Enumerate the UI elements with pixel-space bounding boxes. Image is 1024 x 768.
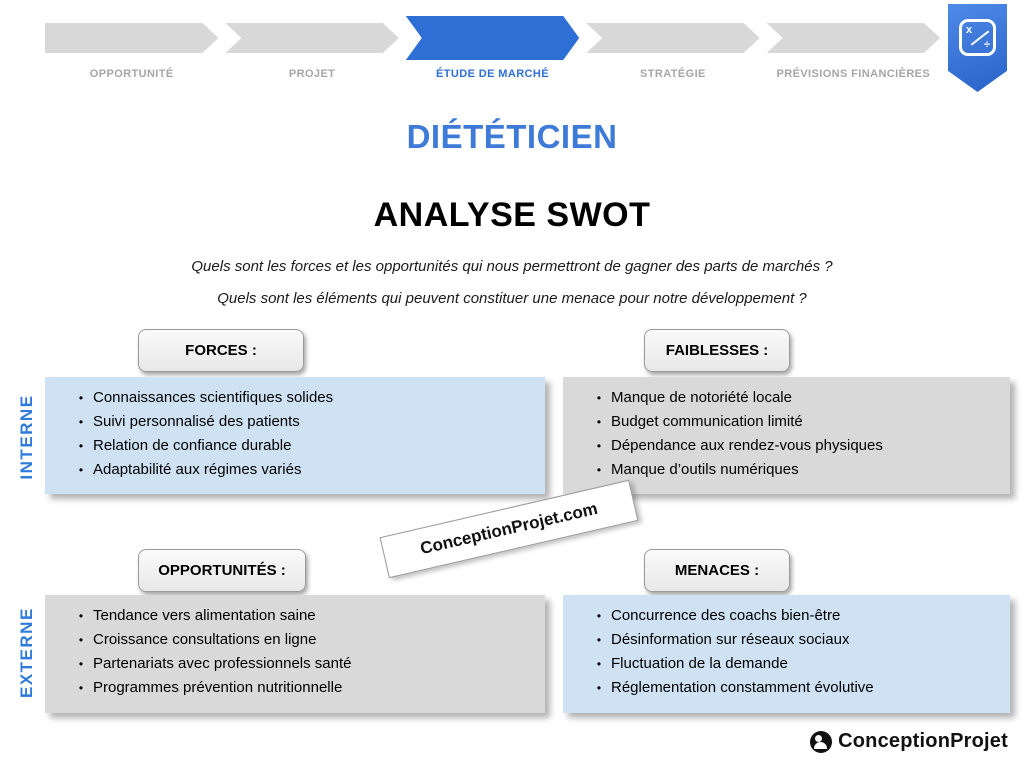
- step-arrow: [586, 23, 759, 53]
- bullet-icon: •: [596, 609, 602, 623]
- list-item: •Dépendance aux rendez-vous physiques: [587, 434, 1002, 458]
- forces-header: FORCES :: [138, 329, 304, 372]
- step-etude-de-marche[interactable]: ÉTUDE DE MARCHÉ: [406, 16, 579, 80]
- question-line-2: Quels sont les éléments qui peuvent cons…: [217, 290, 807, 307]
- step-opportunite[interactable]: OPPORTUNITÉ: [45, 16, 218, 80]
- bullet-icon: •: [78, 609, 84, 623]
- page-title: DIÉTÉTICIEN: [406, 118, 618, 155]
- step-strategie[interactable]: STRATÉGIE: [586, 16, 759, 80]
- list-item: •Adaptabilité aux régimes variés: [69, 458, 537, 482]
- badge-glyph-divide: ÷: [983, 39, 990, 51]
- process-stepper: OPPORTUNITÉ PROJET ÉTUDE DE MARCHÉ STRAT…: [45, 16, 940, 80]
- bullet-icon: •: [596, 439, 602, 453]
- row-label-externe: EXTERNE: [17, 607, 36, 698]
- list-item: •Manque de notoriété locale: [587, 386, 1002, 410]
- step-arrow: [225, 23, 398, 53]
- list-item: •Concurrence des coachs bien-être: [587, 604, 1002, 628]
- faiblesses-header: FAIBLESSES :: [644, 329, 790, 372]
- list-item: •Connaissances scientifiques solides: [69, 386, 537, 410]
- step-label: PRÉVISIONS FINANCIÈRES: [776, 68, 931, 80]
- step-previsions-financieres[interactable]: PRÉVISIONS FINANCIÈRES: [767, 16, 940, 80]
- list-item: •Fluctuation de la demande: [587, 652, 1002, 676]
- question-line-1: Quels sont les forces et les opportunité…: [191, 258, 833, 275]
- opportunites-header: OPPORTUNITÉS :: [138, 549, 306, 592]
- step-label: PROJET: [288, 68, 336, 80]
- badge-glyph-x: x: [966, 24, 973, 36]
- forces-box: •Connaissances scientifiques solides •Su…: [45, 377, 545, 494]
- menaces-box: •Concurrence des coachs bien-être •Désin…: [563, 595, 1010, 713]
- bullet-icon: •: [596, 657, 602, 671]
- bullet-icon: •: [78, 633, 84, 647]
- bullet-icon: •: [78, 415, 84, 429]
- bullet-icon: •: [596, 415, 602, 429]
- row-label-interne: INTERNE: [17, 394, 36, 480]
- opportunites-box: •Tendance vers alimentation saine •Crois…: [45, 595, 545, 713]
- brand-bookmark-badge: x ÷: [948, 4, 1007, 92]
- list-item: •Tendance vers alimentation saine: [69, 604, 537, 628]
- math-puzzle-icon: x ÷: [959, 19, 996, 56]
- bullet-icon: •: [78, 657, 84, 671]
- bullet-icon: •: [596, 633, 602, 647]
- menaces-header: MENACES :: [644, 549, 790, 592]
- bullet-icon: •: [78, 681, 84, 695]
- list-item: •Désinformation sur réseaux sociaux: [587, 628, 1002, 652]
- list-item: •Relation de confiance durable: [69, 434, 537, 458]
- step-label: STRATÉGIE: [640, 68, 706, 80]
- bullet-icon: •: [596, 391, 602, 405]
- bullet-icon: •: [78, 391, 84, 405]
- list-item: •Croissance consultations en ligne: [69, 628, 537, 652]
- step-label: OPPORTUNITÉ: [89, 68, 174, 80]
- list-item: •Programmes prévention nutritionnelle: [69, 676, 537, 700]
- bullet-icon: •: [78, 463, 84, 477]
- footer-logo-text: ConceptionProjet: [838, 730, 1008, 752]
- bullet-icon: •: [596, 681, 602, 695]
- bullet-icon: •: [596, 463, 602, 477]
- list-item: •Budget communication limité: [587, 410, 1002, 434]
- bullet-icon: •: [78, 439, 84, 453]
- step-label: ÉTUDE DE MARCHÉ: [436, 68, 549, 80]
- faiblesses-box: •Manque de notoriété locale •Budget comm…: [563, 377, 1010, 494]
- list-item: •Réglementation constamment évolutive: [587, 676, 1002, 700]
- step-arrow: [45, 23, 218, 53]
- list-item: •Partenariats avec professionnels santé: [69, 652, 537, 676]
- list-item: •Suivi personnalisé des patients: [69, 410, 537, 434]
- watermark-ribbon: ConceptionProjet.com: [379, 479, 639, 579]
- step-arrow-active: [406, 16, 579, 60]
- footer-logo: ConceptionProjet: [810, 730, 1008, 753]
- conceptionprojet-logo-icon: [810, 730, 833, 753]
- step-projet[interactable]: PROJET: [225, 16, 398, 80]
- section-title: ANALYSE SWOT: [373, 196, 651, 234]
- list-item: •Manque d’outils numériques: [587, 458, 1002, 482]
- step-arrow: [767, 23, 940, 53]
